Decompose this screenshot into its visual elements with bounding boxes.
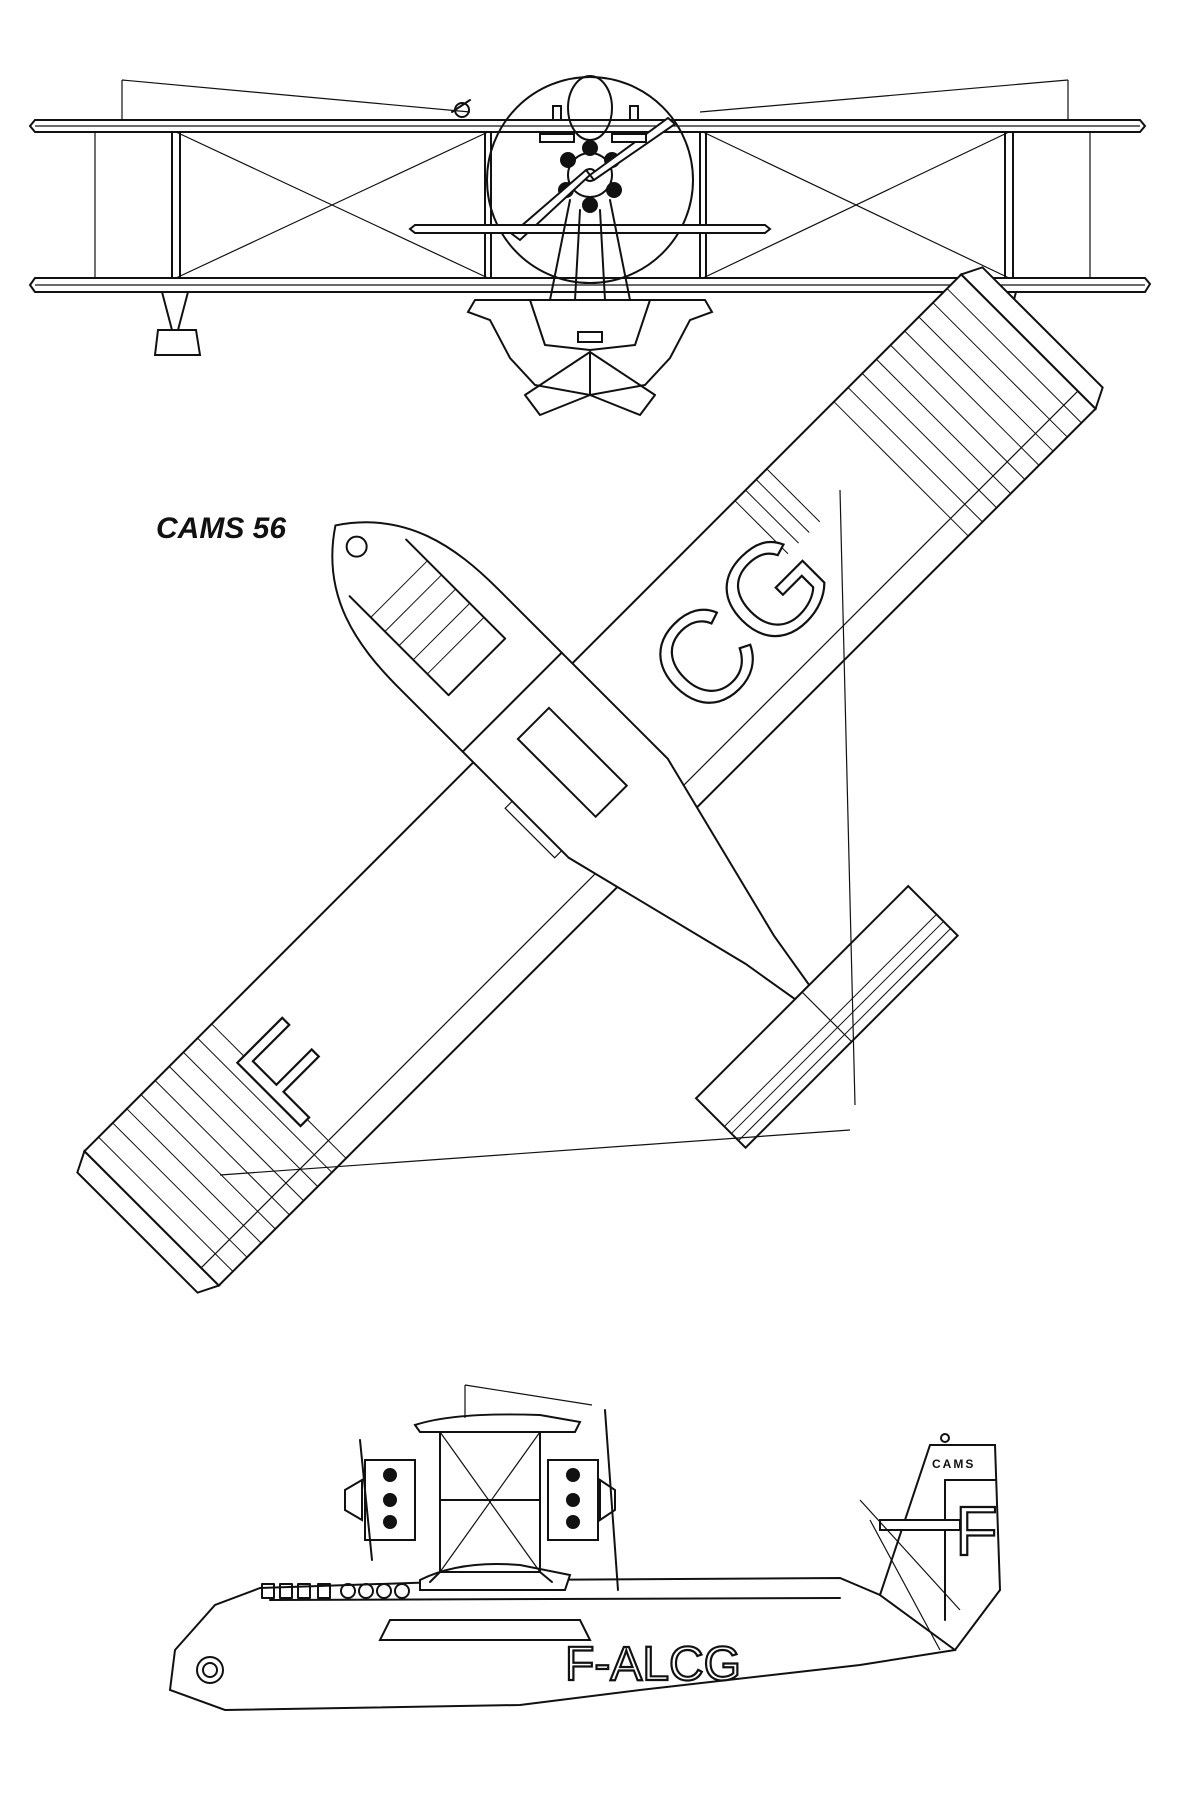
side-front-engine	[344, 1439, 416, 1561]
side-tail-fin	[878, 1444, 1002, 1652]
page-title: CAMS 56	[156, 512, 286, 545]
side-view: F-ALCG CAMS F	[168, 1384, 1002, 1712]
side-upper-wing	[413, 1413, 582, 1433]
front-view	[28, 75, 1152, 416]
top-view: CG F	[76, 266, 1104, 1294]
top-engine-nacelle	[516, 706, 629, 819]
front-hull	[466, 299, 714, 397]
front-left-float	[153, 291, 202, 356]
fin-label: CAMS	[932, 1457, 975, 1471]
side-lower-wing	[419, 1563, 572, 1591]
side-windows	[261, 1583, 410, 1599]
side-rear-engine	[547, 1409, 619, 1591]
bow-emblem	[196, 1656, 224, 1684]
fin-letter: F	[955, 1492, 998, 1570]
hull-registration: F-ALCG	[565, 1638, 741, 1691]
front-right-strut	[1004, 131, 1014, 279]
front-left-strut	[171, 131, 181, 279]
